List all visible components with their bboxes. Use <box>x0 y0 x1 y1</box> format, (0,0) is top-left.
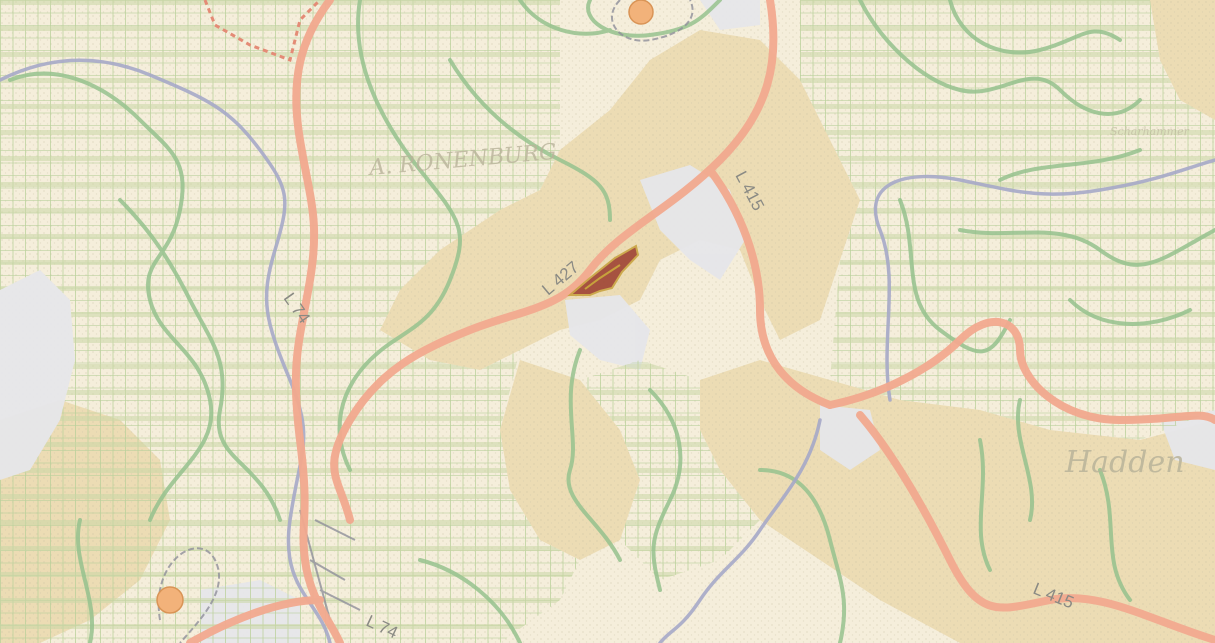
protected-boundaries <box>8 0 1215 643</box>
poi-marker-north <box>628 0 654 25</box>
road-southwest <box>186 596 324 643</box>
place-label-hadden: Hadden <box>1064 445 1185 480</box>
road-l427 <box>330 0 778 524</box>
road-l74-west <box>291 0 344 643</box>
place-label-scharhammer: Scharhammer <box>1110 125 1190 138</box>
map-symbols <box>156 0 654 614</box>
road-east <box>826 318 1215 424</box>
poi-marker-southwest <box>156 586 184 614</box>
rivers <box>0 58 1215 643</box>
rail-lines <box>157 0 694 643</box>
road-l415-north <box>706 166 834 409</box>
district-boundary <box>203 0 322 62</box>
road-l415-south <box>856 411 1215 643</box>
plan-area[interactable] <box>567 244 640 296</box>
roads <box>186 0 1215 643</box>
